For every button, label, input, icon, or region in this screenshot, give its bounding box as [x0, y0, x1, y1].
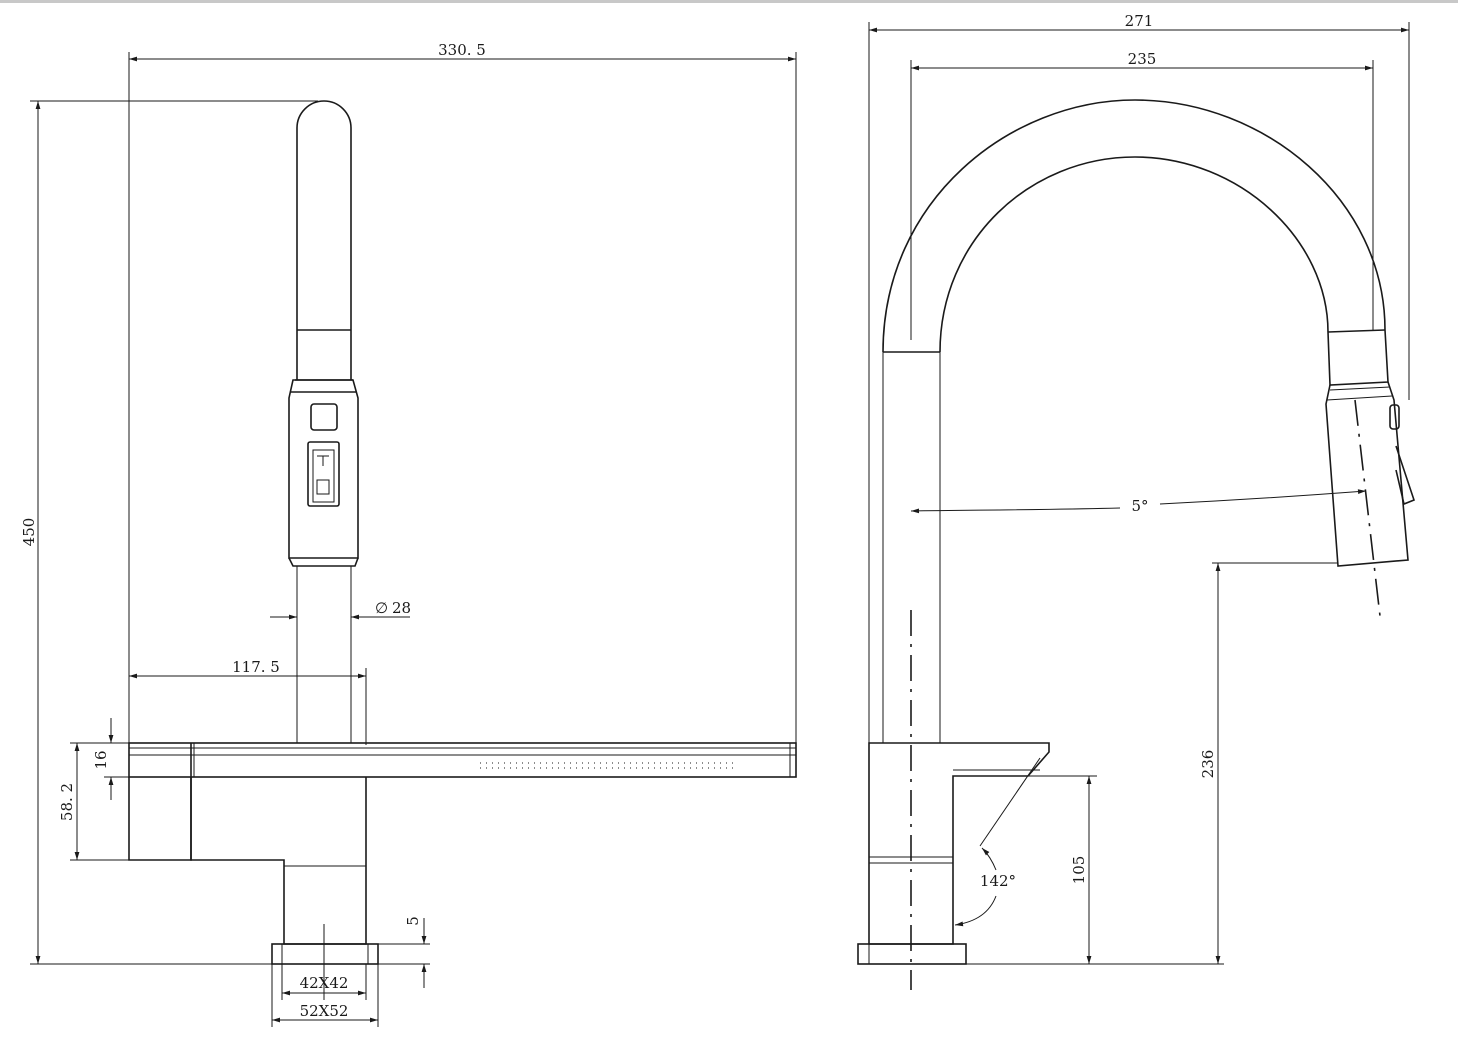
- label-center-offset: 117. 5: [232, 658, 280, 676]
- side-body: [857, 610, 1050, 990]
- dimension-handle-angle: 142°: [954, 847, 1016, 927]
- dimension-body-height: 58. 2: [58, 742, 129, 861]
- label-handle-height: 105: [1070, 856, 1088, 885]
- dimension-reach-overall: 271: [869, 12, 1409, 33]
- dimension-spout-diameter: ∅ 28: [270, 599, 411, 620]
- label-body-thickness: 16: [92, 750, 110, 769]
- window-top-border: [0, 0, 1458, 3]
- label-handle-angle: 142°: [980, 872, 1016, 890]
- side-gooseneck: [882, 99, 1386, 743]
- front-handle: [128, 742, 797, 778]
- front-spout: [288, 100, 359, 743]
- dimension-center-offset: 117. 5: [129, 658, 367, 745]
- label-spout-diameter: 28: [392, 599, 411, 617]
- label-tilt-angle: 5°: [1131, 497, 1148, 515]
- dimension-base-inner: 42X42: [281, 964, 367, 1000]
- dimension-handle-height: 105: [966, 775, 1224, 965]
- label-reach-overall: 271: [1125, 12, 1154, 30]
- front-view: 330. 5 450 ∅: [20, 41, 797, 1027]
- dimension-outlet-height: 236: [1199, 562, 1338, 964]
- side-view: 271 235 5°: [857, 12, 1415, 990]
- dimension-base-thickness: 5: [378, 916, 430, 988]
- dimension-height-overall: 450: [20, 101, 41, 964]
- diameter-symbol: ∅: [375, 599, 388, 617]
- dimension-tilt-angle: 5°: [910, 489, 1367, 515]
- label-body-height: 58. 2: [58, 783, 76, 821]
- label-base-inner: 42X42: [300, 974, 349, 992]
- dimension-body-thickness: 16: [92, 718, 129, 800]
- label-base-outer: 52X52: [300, 1002, 349, 1020]
- dimension-width-overall: 330. 5: [129, 41, 796, 62]
- label-base-thickness: 5: [404, 916, 422, 926]
- front-body: [128, 777, 379, 1000]
- label-outlet-height: 236: [1199, 750, 1217, 779]
- dimension-base-outer: 52X52: [271, 964, 379, 1027]
- label-reach-spout: 235: [1128, 50, 1157, 68]
- label-width-overall: 330. 5: [438, 41, 486, 59]
- label-height-overall: 450: [20, 518, 38, 547]
- dimension-reach-spout: 235: [911, 50, 1373, 71]
- side-spray-head: [1325, 329, 1415, 617]
